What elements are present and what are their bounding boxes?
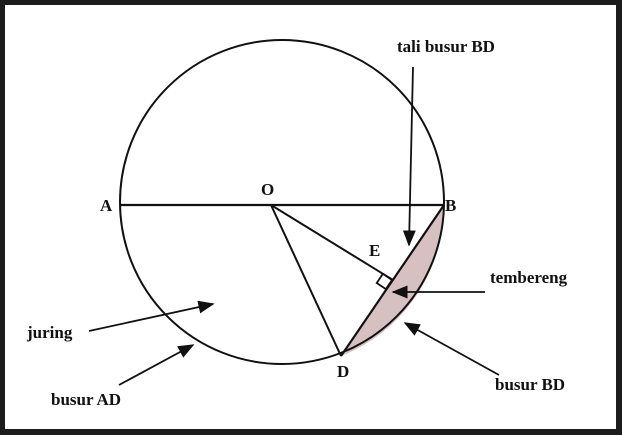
arrow-sector [88, 300, 215, 332]
label-point-D: D [337, 362, 349, 381]
arrow-arc-bd [403, 322, 500, 376]
label-point-B: B [445, 196, 456, 215]
label-segment: tembereng [490, 268, 568, 287]
circle-diagram: A B O E D tali busur BD tembereng juring… [26, 37, 568, 409]
label-point-A: A [100, 196, 113, 215]
label-sector: juring [26, 323, 73, 342]
arrow-arc-ad [118, 344, 195, 386]
arrow-chord-bd [402, 66, 416, 247]
label-chord-bd: tali busur BD [397, 37, 495, 56]
diagram-frame: A B O E D tali busur BD tembereng juring… [5, 5, 616, 429]
label-point-O: O [261, 180, 274, 199]
radius-OD [270, 204, 342, 357]
circle [119, 39, 445, 365]
label-arc-ad: busur AD [51, 390, 121, 409]
label-arc-bd: busur BD [495, 375, 565, 394]
label-point-E: E [369, 241, 380, 260]
apothem-OE [270, 204, 394, 281]
right-angle-marker [375, 272, 394, 291]
